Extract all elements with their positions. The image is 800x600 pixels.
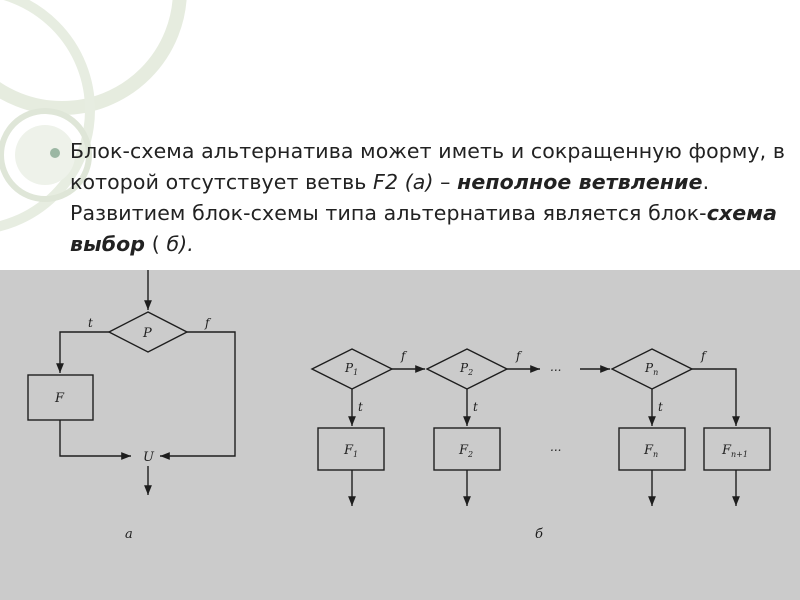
false-label-n: f: [700, 349, 708, 363]
text-segment: (: [145, 232, 167, 256]
false-label-1: f: [400, 349, 408, 363]
condition-n-label: Pn: [644, 361, 658, 377]
text-segment: Блок-схема альтернатива может иметь и со…: [70, 139, 786, 194]
caption-b: б: [535, 527, 543, 542]
flowchart-figure: P t f F U а P1 P2 Pn f f f t t t ... ...…: [0, 270, 800, 600]
text-segment-italic: б).: [166, 232, 194, 256]
process-block-n-plus-1: [703, 427, 771, 471]
true-branch: [56, 331, 109, 373]
process-n-plus-1-label: Fn+1: [721, 443, 748, 459]
bullet-icon: [50, 148, 60, 158]
ellipsis-processes: ...: [550, 440, 561, 454]
text-segment-italic: F2 (а): [373, 170, 434, 194]
join-left-arrow: [59, 420, 131, 460]
diagram-a: [27, 270, 236, 495]
process-n-label: Fn: [643, 443, 658, 459]
false-label-2: f: [515, 349, 523, 363]
process-block-1: [317, 427, 385, 471]
true-label-2: t: [473, 400, 478, 414]
process-1-label: F1: [343, 443, 358, 459]
term-selection-scheme: схема выбор: [70, 201, 778, 256]
ellipsis-conditions: ...: [550, 360, 561, 374]
condition-diamond: [107, 311, 189, 353]
true-label: t: [88, 316, 93, 330]
text-segment: . Развитием блок-схемы типа альтернатива…: [70, 170, 710, 225]
condition-2-label: P2: [459, 361, 473, 377]
process-label: F: [54, 391, 65, 406]
process-2-label: F2: [458, 443, 473, 459]
false-branch: [160, 331, 236, 460]
condition-1-label: P1: [344, 361, 358, 377]
false-label: f: [204, 316, 212, 330]
caption-a: а: [125, 527, 133, 542]
diagram-b: [310, 348, 771, 506]
condition-label: P: [142, 326, 152, 341]
term-incomplete-branching: неполное ветвление: [457, 170, 703, 194]
true-label-n: t: [658, 400, 663, 414]
slide-text: Блок-схема альтернатива может иметь и со…: [70, 136, 790, 260]
flowchart-svg: P t f F U а P1 P2 Pn f f f t t t ... ...…: [27, 270, 771, 542]
join-label: U: [143, 450, 155, 465]
text-segment: –: [433, 170, 458, 194]
false-arrow-n: [692, 368, 740, 426]
true-label-1: t: [358, 400, 363, 414]
